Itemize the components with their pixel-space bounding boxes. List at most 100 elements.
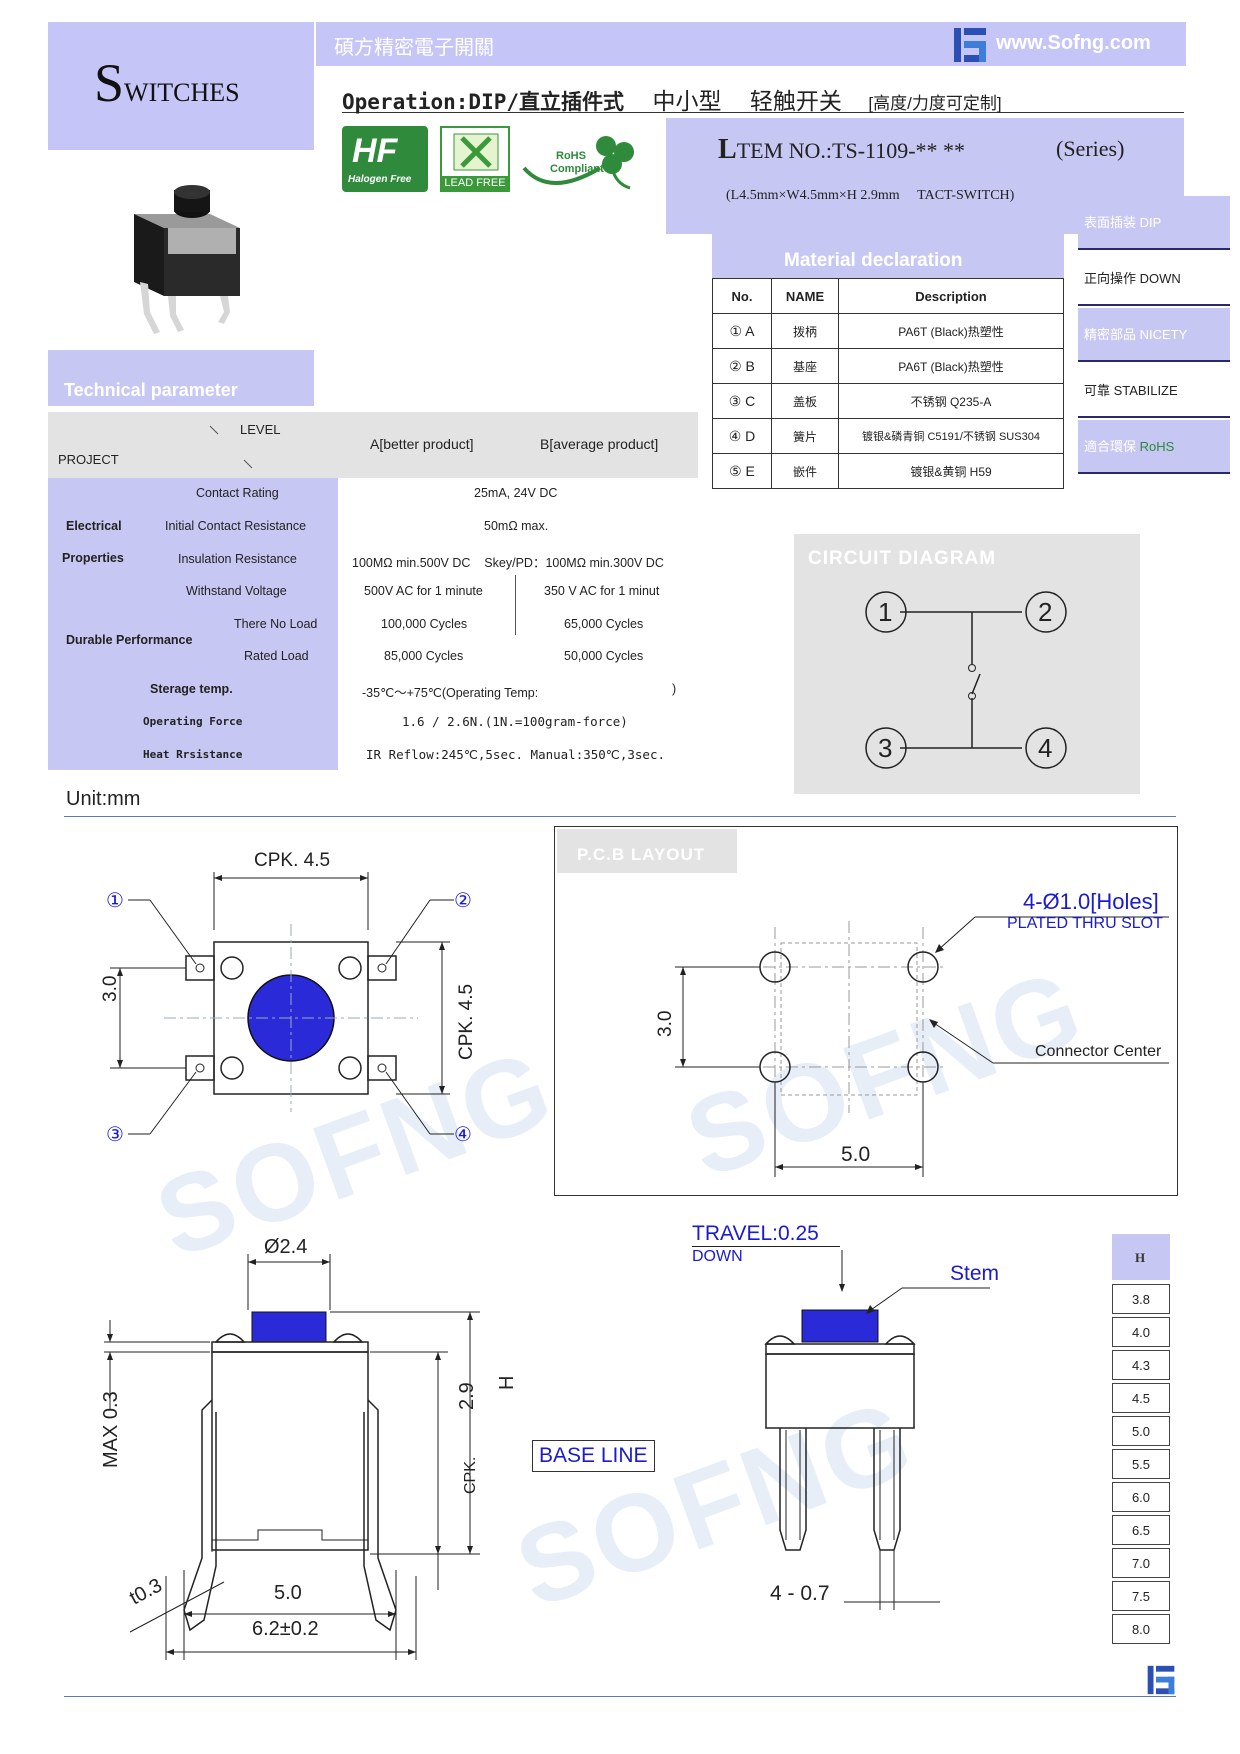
h-value-cell: 6.5	[1112, 1515, 1170, 1545]
halogen-label: Halogen Free	[348, 174, 412, 185]
h-value-cell: 4.3	[1112, 1350, 1170, 1380]
rohs-swoosh-icon	[522, 136, 634, 190]
header-diagonal	[209, 425, 253, 469]
insulation-value: 100MΩ min.500V DC Skey/PD：100MΩ min.300V…	[352, 556, 664, 570]
cell-desc: 镀银&黄铜 H59	[838, 453, 1064, 489]
table-row: ③ C 盖板 不锈钢 Q235-A	[712, 383, 1064, 419]
pin-marker-1: ①	[106, 890, 124, 912]
sidebar-label: 精密部品 NICETY	[1084, 327, 1188, 342]
heat-label: Heat Rrsistance	[143, 748, 243, 761]
col-b-label: B[average product]	[540, 436, 659, 452]
width-dimension: 6.2±0.2	[252, 1618, 319, 1640]
item-number: LTEM NO.:TS-1109-** **	[718, 134, 965, 166]
sidebar-label: 正向操作 DOWN	[1084, 271, 1181, 286]
website-logo-icon	[952, 26, 988, 62]
contact-rating-label: Contact Rating	[196, 486, 279, 500]
cell-desc: PA6T (Black)热塑性	[838, 313, 1064, 349]
pcb-connector-label: Connector Center	[1035, 1043, 1162, 1060]
table-row: ① A 拨柄 PA6T (Black)热塑性	[712, 313, 1064, 349]
cell-name: 嵌件	[771, 453, 839, 489]
storage-label: Sterage temp.	[150, 682, 233, 696]
pin-count-label: 4 - 0.7	[770, 1582, 830, 1605]
sidebar-item-rohs: 適合環保 RoHS	[1078, 420, 1230, 474]
side-view-drawing	[104, 1254, 480, 1660]
withstand-b: 350 V AC for 1 minut	[544, 584, 660, 598]
pin-3-label: 3	[878, 733, 893, 763]
pin-1-label: 1	[878, 597, 893, 627]
operation-type: 轻触开关	[749, 88, 842, 114]
pcb-pitch-v: 3.0	[655, 1010, 676, 1037]
pcb-pitch-h: 5.0	[841, 1143, 871, 1166]
cell-desc: PA6T (Black)热塑性	[838, 348, 1064, 384]
h-value-cell: 5.5	[1112, 1449, 1170, 1479]
cell-no: ⑤ E	[712, 453, 772, 489]
material-table: No. NAME Description ① A 拨柄 PA6T (Black)…	[712, 278, 1064, 489]
down-label: DOWN	[692, 1248, 743, 1265]
lead-free-label: LEAD FREE	[442, 176, 508, 190]
durable-label: Durable Performance	[66, 633, 193, 647]
ab-divider	[515, 575, 516, 635]
rohs-label-1: RoHS	[556, 150, 586, 162]
withstand-a: 500V AC for 1 minute	[364, 584, 483, 598]
pin-marker-3: ③	[106, 1124, 124, 1146]
material-header-row: No. NAME Description	[712, 278, 1064, 314]
pcb-title: P.C.B LAYOUT	[577, 845, 706, 864]
sidebar-label-en: RoHS	[1139, 439, 1175, 454]
h-value-cell: 3.8	[1112, 1284, 1170, 1314]
height-dimension: 2.9	[456, 1382, 478, 1410]
circuit-title: CIRCUIT DIAGRAM	[808, 548, 997, 569]
h-value-cell: 7.5	[1112, 1581, 1170, 1611]
table-row: ⑤ E 嵌件 镀银&黄铜 H59	[712, 453, 1064, 489]
item-series: (Series)	[1056, 136, 1125, 161]
stem-diameter: Ø2.4	[264, 1236, 308, 1258]
operation-size: 中小型	[652, 88, 722, 114]
h-value-cell: 8.0	[1112, 1614, 1170, 1644]
item-dimensions: (L4.5mm×W4.5mm×H 2.9mm TACT-SWITCH)	[726, 188, 1014, 204]
hf-letters: HF	[352, 132, 398, 170]
electrical-label: Electrical	[66, 519, 122, 533]
baseline-text: BASE LINE	[539, 1444, 648, 1467]
col-no: No.	[712, 278, 772, 314]
item-dims: (L4.5mm×W4.5mm×H 2.9mm	[726, 188, 900, 203]
pin-2-label: 2	[1038, 597, 1053, 627]
pcb-holes-label: 4-Ø1.0[Holes]	[1023, 889, 1159, 914]
initial-resistance-value: 50mΩ max.	[484, 519, 549, 533]
stem-label: Stem	[950, 1262, 1000, 1285]
rated-load-b: 50,000 Cycles	[564, 649, 644, 663]
no-load-a: 100,000 Cycles	[381, 617, 468, 631]
circuit-diagram-panel: CIRCUIT DIAGRAM 1 2 3 4	[794, 534, 1140, 794]
footer-divider	[64, 1696, 1176, 1697]
baseline-label: BASE LINE	[532, 1440, 655, 1472]
top-view-drawing	[110, 872, 454, 1135]
insulation-label: Insulation Resistance	[178, 552, 297, 566]
rohs-label-2: Compliant	[550, 163, 604, 175]
rohs-badge: RoHS Compliant	[520, 128, 640, 194]
no-load-label: There No Load	[234, 617, 318, 631]
rated-load-label: Rated Load	[244, 649, 309, 663]
h-value-cell: 4.0	[1112, 1317, 1170, 1347]
col-description: Description	[838, 278, 1064, 314]
operation-label: Operation:DIP/直立插件式	[342, 90, 625, 114]
cpk-side-label: CPK.	[462, 1456, 479, 1494]
material-title-bar: Material declaration	[712, 234, 1064, 278]
tech-title-bar: Technical parameter	[48, 350, 314, 406]
item-title: TEM NO.:TS-1109-** **	[736, 138, 966, 163]
cell-name: 簧片	[771, 418, 839, 454]
lead-free-badge: LEAD FREE	[440, 126, 510, 192]
cell-name: 基座	[771, 348, 839, 384]
cell-no: ④ D	[712, 418, 772, 454]
cell-name: 盖板	[771, 383, 839, 419]
website-link[interactable]: www.Sofng.com	[996, 32, 1151, 54]
sidebar-item-dip: 表面插装 DIP	[1078, 196, 1230, 250]
project-label: PROJECT	[58, 452, 119, 467]
op-force-value: 1.6 / 2.6N.(1N.=100gram-force)	[402, 714, 628, 729]
h-dimension: H	[496, 1375, 518, 1390]
sidebar-label-cn: 適合環保	[1084, 439, 1140, 454]
cell-name: 拨柄	[771, 313, 839, 349]
op-force-label: Operating Force	[143, 715, 243, 728]
cell-no: ② B	[712, 348, 772, 384]
unit-label: Unit:mm	[66, 788, 141, 810]
cell-desc: 不锈钢 Q235-A	[838, 383, 1064, 419]
contact-rating-value: 25mA, 24V DC	[474, 486, 558, 500]
travel-underline	[692, 1246, 840, 1247]
